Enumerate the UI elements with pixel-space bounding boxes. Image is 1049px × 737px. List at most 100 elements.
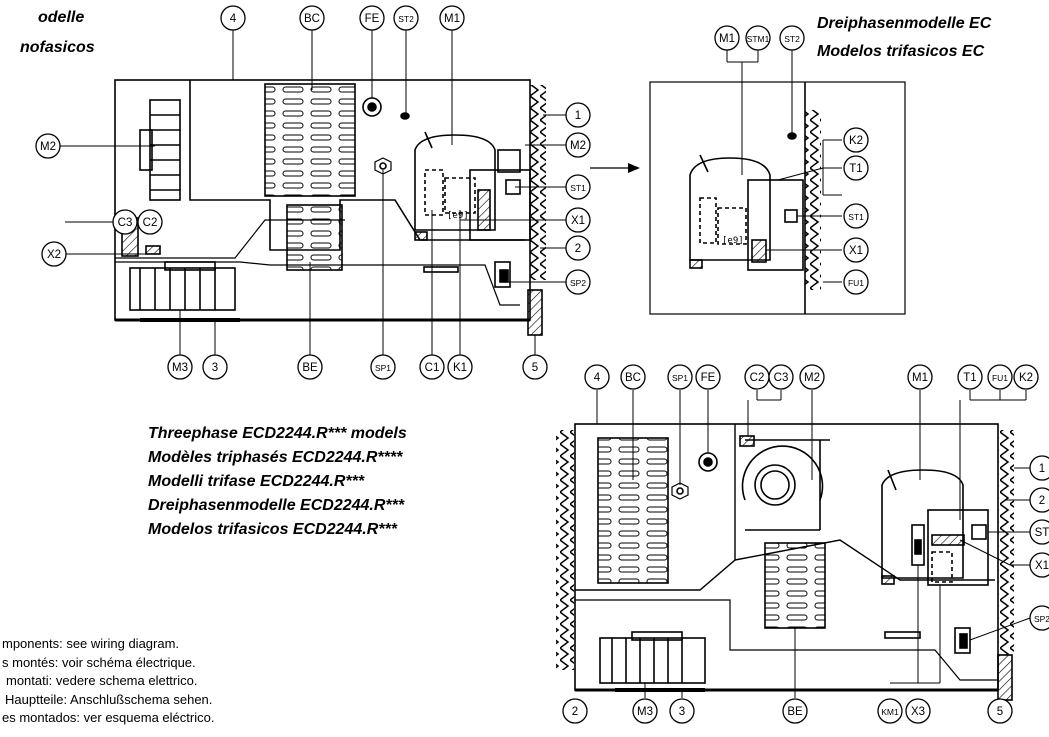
title-line-de: Dreiphasenmodelle ECD2244.R*** bbox=[148, 497, 405, 514]
legend-line-en: mponents: see wiring diagram. bbox=[2, 636, 180, 651]
callout-top-left-m3: M3 bbox=[167, 354, 193, 380]
header-right-line-1: Dreiphasenmodelle EC bbox=[817, 15, 992, 32]
panel-label-top-left: [e9] bbox=[447, 211, 469, 221]
callout-label: M2 bbox=[804, 372, 820, 384]
callout-label: X1 bbox=[571, 215, 585, 227]
unit-top-right-detail bbox=[649, 50, 906, 315]
callout-top-right-k2: K2 bbox=[843, 127, 869, 153]
title-block: Threephase ECD2244.R*** models Modèles t… bbox=[148, 422, 407, 542]
callout-label: 1 bbox=[575, 110, 581, 122]
callout-label: 5 bbox=[997, 706, 1003, 718]
callout-label: M3 bbox=[172, 362, 188, 374]
coil-be-bottom bbox=[764, 542, 826, 629]
callout-label: K2 bbox=[1019, 372, 1033, 384]
callout-label: K2 bbox=[849, 135, 863, 147]
callout-top-left-st1: ST1 bbox=[565, 174, 591, 200]
callout-top-left-bc: BC bbox=[299, 5, 325, 31]
callout-label: FE bbox=[365, 13, 380, 25]
callout-top-left-x1: X1 bbox=[565, 207, 591, 233]
callout-top-left-3: 3 bbox=[202, 354, 228, 380]
callout-top-left-m2: M2 bbox=[35, 133, 61, 159]
title-line-en: Threephase ECD2244.R*** models bbox=[148, 425, 407, 442]
fan-m2-bottom bbox=[741, 445, 824, 501]
callout-label: M2 bbox=[570, 140, 586, 152]
detail-frame bbox=[649, 81, 906, 315]
callout-label: C3 bbox=[774, 372, 789, 384]
callout-label: X1 bbox=[1035, 560, 1049, 572]
callout-top-left-m2: M2 bbox=[565, 132, 591, 158]
callout-bottom-m2: M2 bbox=[799, 364, 825, 390]
callout-bottom-5: 5 bbox=[987, 698, 1013, 724]
callout-label: ST2 bbox=[784, 34, 800, 44]
callout-bottom-bc: BC bbox=[620, 364, 646, 390]
callout-bottom-k2: K2 bbox=[1013, 364, 1039, 390]
callout-bottom-2: 2 bbox=[1029, 487, 1049, 513]
callout-label: 4 bbox=[230, 13, 237, 25]
callout-label: ST1 bbox=[848, 212, 864, 222]
callout-label: BC bbox=[304, 13, 320, 25]
callout-top-left-m1: M1 bbox=[439, 5, 465, 31]
callout-top-left-c1: C1 bbox=[419, 354, 445, 380]
callout-bottom-t1: T1 bbox=[957, 364, 983, 390]
panel-label-top-right: [e9] bbox=[722, 236, 744, 246]
header-right-line-2: Modelos trifasicos EC bbox=[817, 43, 985, 60]
callout-top-left-x2: X2 bbox=[41, 241, 67, 267]
callout-bottom-st: ST bbox=[1029, 519, 1049, 545]
fan-m2 bbox=[149, 99, 181, 201]
callout-label: FU1 bbox=[992, 373, 1008, 383]
callout-top-left-fe: FE bbox=[359, 5, 385, 31]
callout-label: T1 bbox=[963, 372, 976, 384]
unit-top-left bbox=[60, 30, 567, 355]
callout-bottom-x1: X1 bbox=[1029, 552, 1049, 578]
compressor-m1 bbox=[414, 134, 496, 231]
callout-top-right-fu1: FU1 bbox=[843, 269, 869, 295]
callout-label: X2 bbox=[47, 249, 61, 261]
callout-bottom-x3: X3 bbox=[905, 698, 931, 724]
fan-m3-bottom bbox=[599, 637, 706, 684]
callout-label: SP2 bbox=[1034, 614, 1049, 624]
callout-bottom-2: 2 bbox=[562, 698, 588, 724]
callout-bottom-c3: C3 bbox=[768, 364, 794, 390]
callout-label: 1 bbox=[1039, 463, 1045, 475]
title-line-it: Modelli trifase ECD2244.R*** bbox=[148, 473, 365, 490]
callout-label: 3 bbox=[679, 706, 685, 718]
callout-top-right-m1: M1 bbox=[714, 25, 740, 51]
callout-bottom-m3: M3 bbox=[632, 698, 658, 724]
coil-be bbox=[286, 204, 343, 271]
callout-label: 3 bbox=[212, 362, 218, 374]
unit-bottom bbox=[556, 390, 1031, 701]
legend-line-it: montati: vedere schema elettrico. bbox=[6, 673, 198, 688]
callout-label: X1 bbox=[849, 245, 863, 257]
callout-top-right-st1: ST1 bbox=[843, 203, 869, 229]
callout-top-left-2: 2 bbox=[565, 235, 591, 261]
callout-label: C2 bbox=[750, 372, 765, 384]
callout-label: BE bbox=[787, 706, 803, 718]
detail-compressor bbox=[689, 157, 771, 261]
callout-label: T1 bbox=[849, 163, 862, 175]
title-line-fr: Modèles triphasés ECD2244.R**** bbox=[148, 449, 403, 466]
header-left-line-1: odelle bbox=[38, 9, 85, 26]
callout-label: C1 bbox=[425, 362, 440, 374]
callout-bottom-fu1: FU1 bbox=[987, 364, 1013, 390]
legend-line-fr: s montés: voir schéma électrique. bbox=[2, 654, 196, 670]
callout-bottom-sp2: SP2 bbox=[1029, 605, 1049, 631]
callout-label: SP1 bbox=[375, 363, 391, 373]
callout-top-left-sp1: SP1 bbox=[370, 354, 396, 380]
callout-label: 5 bbox=[532, 362, 538, 374]
coil-bc bbox=[264, 83, 356, 197]
legend-line-de: Hauptteile: Anschlußschema sehen. bbox=[5, 691, 213, 707]
header-left-line-2: nofasicos bbox=[20, 39, 95, 56]
callout-top-left-4: 4 bbox=[220, 5, 246, 31]
callout-bottom-c2: C2 bbox=[744, 364, 770, 390]
callout-label: M1 bbox=[912, 372, 928, 384]
callout-bottom-be: BE bbox=[782, 698, 808, 724]
callout-label: C3 bbox=[118, 217, 133, 229]
callout-label: FU1 bbox=[848, 278, 864, 288]
callout-bottom-sp1: SP1 bbox=[667, 364, 693, 390]
callout-label: ST bbox=[1035, 527, 1049, 539]
callout-label: ST1 bbox=[570, 183, 586, 193]
callout-bottom-4: 4 bbox=[584, 364, 610, 390]
